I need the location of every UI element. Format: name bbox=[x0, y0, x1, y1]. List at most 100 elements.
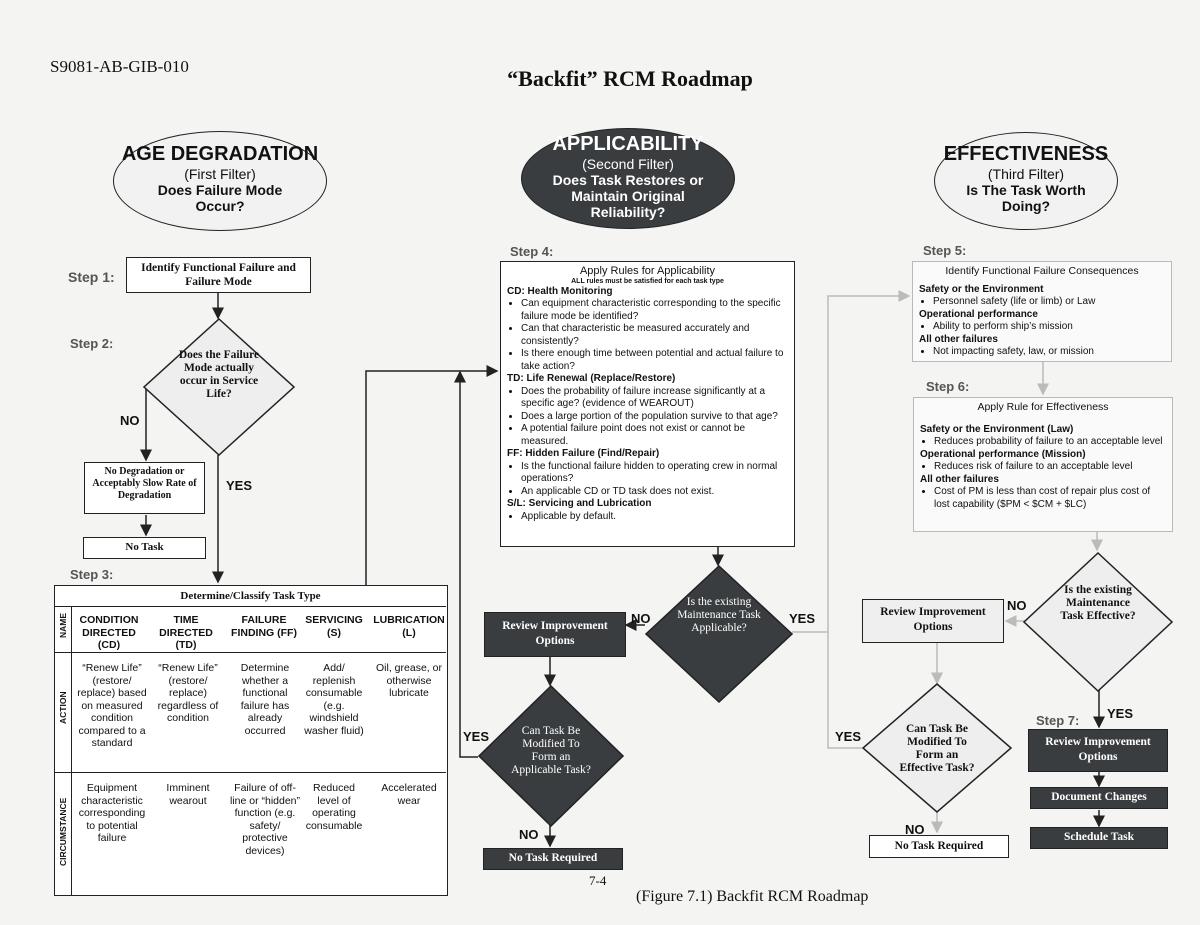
step-5-label: Step 5: bbox=[923, 243, 967, 258]
effectiveness-section: Operational performance (Mission) bbox=[920, 448, 1086, 460]
document-changes-box: Document Changes bbox=[1030, 787, 1168, 809]
doc-number: S9081-AB-GIB-010 bbox=[50, 57, 189, 76]
effective-question: Is the existing Maintenance Task Effecti… bbox=[1060, 584, 1136, 622]
rules-section-td: TD: Life Renewal (Replace/Restore) bbox=[507, 373, 676, 384]
review-improvement-box-step7: Review Improvement Options bbox=[1028, 729, 1168, 772]
task-name-cd: CONDITION DIRECTED (CD) bbox=[79, 614, 139, 651]
task-circumstance-s: Reduced level of operating consumable bbox=[305, 782, 363, 832]
task-name-s: SERVICING (S) bbox=[305, 614, 363, 639]
effective-diamond bbox=[1023, 552, 1173, 692]
effectiveness-rules-box: Apply Rule for Effectiveness Safety or t… bbox=[913, 397, 1173, 532]
task-table-title: Determine/Classify Task Type bbox=[180, 590, 321, 602]
figure-caption: (Figure 7.1) Backfit RCM Roadmap bbox=[636, 888, 869, 905]
applicability-filter-question: Does Task Restores or Maintain Original … bbox=[552, 172, 704, 220]
yes-label-3: YES bbox=[463, 729, 490, 744]
task-circumstance-l: Accelerated wear bbox=[381, 782, 437, 807]
review-improvement-box: Review Improvement Options bbox=[484, 612, 626, 657]
modify-applicable-question: Can Task Be Modified To Form an Applicab… bbox=[511, 725, 591, 776]
yes-label-1: YES bbox=[226, 478, 253, 493]
step-3-label: Step 3: bbox=[70, 567, 114, 582]
consequence-item: Not impacting safety, law, or mission bbox=[933, 346, 1165, 359]
task-type-table: Determine/Classify Task Type NAME ACTION… bbox=[54, 585, 448, 896]
rules-section-sl: S/L: Servicing and Lubrication bbox=[507, 498, 652, 509]
effectiveness-filter-subtitle: (Third Filter) bbox=[987, 166, 1065, 182]
age-filter-question: Does Failure Mode Occur? bbox=[157, 182, 283, 214]
applicability-rules-heading: Apply Rules for Applicability bbox=[579, 265, 716, 277]
effectiveness-item: Reduces probability of failure to an acc… bbox=[934, 436, 1166, 449]
no-label-3: NO bbox=[519, 827, 539, 842]
task-circumstance-ff: Failure of off-line or “hidden” function… bbox=[229, 782, 301, 857]
applicability-filter-title: APPLICABILITY bbox=[552, 133, 704, 155]
step-4-label: Step 4: bbox=[510, 244, 554, 259]
consequence-item: Personnel safety (life or limb) or Law bbox=[933, 296, 1165, 309]
age-degradation-filter: AGE DEGRADATION (First Filter) Does Fail… bbox=[113, 131, 327, 231]
no-label-5: NO bbox=[905, 822, 925, 837]
effectiveness-section: Safety or the Environment (Law) bbox=[920, 423, 1074, 435]
applicable-diamond bbox=[645, 565, 793, 703]
no-task-required-box: No Task Required bbox=[483, 848, 623, 870]
consequence-section: Safety or the Environment bbox=[919, 283, 1044, 295]
applicability-filter-subtitle: (Second Filter) bbox=[582, 156, 674, 172]
task-circumstance-td: Imminent wearout bbox=[166, 782, 210, 807]
task-name-ff: FAILURE FINDING (FF) bbox=[231, 614, 297, 639]
rules-section-ff: FF: Hidden Failure (Find/Repair) bbox=[507, 448, 660, 459]
rule-item: Can that characteristic be measured accu… bbox=[521, 323, 788, 348]
task-action-td: “Renew Life” (restore/ replace) regardle… bbox=[157, 662, 219, 724]
step-7-label: Step 7: bbox=[1036, 713, 1080, 728]
applicability-rules-box: Apply Rules for Applicability ALL rules … bbox=[500, 261, 795, 547]
task-action-l: Oil, grease, or otherwise lubricate bbox=[376, 662, 442, 699]
task-action-s: Add/ replenish consumable (e.g. windshie… bbox=[304, 662, 364, 737]
review-improvement-box-right: Review Improvement Options bbox=[862, 599, 1004, 643]
step-2-label: Step 2: bbox=[70, 336, 114, 351]
consequence-item: Ability to perform ship’s mission bbox=[933, 321, 1165, 334]
rule-item: A potential failure point does not exist… bbox=[521, 423, 788, 448]
table-rule bbox=[55, 652, 446, 653]
no-label-4: NO bbox=[1007, 598, 1027, 613]
rule-item: Is there enough time between potential a… bbox=[521, 348, 788, 373]
rule-item: Applicable by default. bbox=[521, 511, 788, 524]
applicability-filter: APPLICABILITY (Second Filter) Does Task … bbox=[521, 128, 735, 229]
table-rule bbox=[55, 606, 446, 607]
yes-label-5: YES bbox=[835, 729, 862, 744]
no-label-1: NO bbox=[120, 413, 140, 428]
effectiveness-filter: EFFECTIVENESS (Third Filter) Is The Task… bbox=[934, 132, 1118, 230]
rules-section-cd: CD: Health Monitoring bbox=[507, 285, 613, 297]
yes-label-2: YES bbox=[789, 611, 816, 626]
no-degradation-box: No Degradation or Acceptably Slow Rate o… bbox=[84, 462, 205, 514]
applicable-question: Is the existing Maintenance Task Applica… bbox=[677, 596, 761, 634]
task-name-td: TIME DIRECTED (TD) bbox=[159, 614, 213, 651]
table-rule bbox=[55, 772, 446, 773]
applicability-rules-note: ALL rules must be satisfied for each tas… bbox=[571, 277, 724, 285]
effectiveness-filter-question: Is The Task Worth Doing? bbox=[966, 182, 1086, 214]
modify-effective-diamond bbox=[862, 683, 1012, 813]
rule-item: Does the probability of failure increase… bbox=[521, 386, 788, 411]
yes-label-4: YES bbox=[1107, 706, 1134, 721]
consequences-heading: Identify Functional Failure Consequences bbox=[945, 265, 1139, 277]
identify-failure-box: Identify Functional Failure and Failure … bbox=[126, 257, 311, 293]
failure-occurs-diamond bbox=[143, 318, 295, 456]
rule-item: An applicable CD or TD task does not exi… bbox=[521, 486, 788, 499]
effectiveness-item: Reduces risk of failure to an acceptable… bbox=[934, 461, 1166, 474]
task-name-l: LUBRICATION (L) bbox=[373, 614, 445, 639]
row-label-name: NAME bbox=[58, 612, 68, 638]
consequences-box: Identify Functional Failure Consequences… bbox=[912, 261, 1172, 362]
step-1-label: Step 1: bbox=[68, 269, 115, 285]
rule-item: Can equipment characteristic correspondi… bbox=[521, 298, 788, 323]
modify-applicable-diamond bbox=[478, 685, 624, 827]
consequence-section: Operational performance bbox=[919, 308, 1038, 320]
task-action-cd: “Renew Life” (restore/ replace) based on… bbox=[77, 662, 147, 749]
page-number: 7-4 bbox=[589, 873, 607, 888]
age-filter-subtitle: (First Filter) bbox=[184, 166, 256, 182]
page-title: “Backfit” RCM Roadmap bbox=[507, 66, 753, 91]
row-label-circumstance: CIRCUMSTANCE bbox=[58, 797, 68, 866]
effectiveness-rules-heading: Apply Rule for Effectiveness bbox=[977, 401, 1109, 413]
effectiveness-section: All other failures bbox=[920, 473, 999, 485]
rule-item: Is the functional failure hidden to oper… bbox=[521, 461, 788, 486]
no-task-box: No Task bbox=[83, 537, 206, 559]
age-filter-title: AGE DEGRADATION bbox=[121, 143, 319, 165]
schedule-task-box: Schedule Task bbox=[1030, 827, 1168, 849]
task-circumstance-cd: Equipment characteristic corresponding t… bbox=[78, 782, 146, 844]
no-task-required-box-right: No Task Required bbox=[869, 835, 1009, 858]
modify-effective-question: Can Task Be Modified To Form an Effectiv… bbox=[899, 723, 975, 774]
step-6-label: Step 6: bbox=[926, 379, 970, 394]
